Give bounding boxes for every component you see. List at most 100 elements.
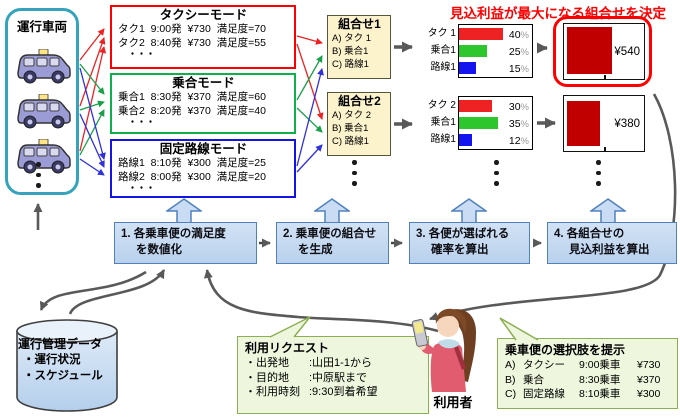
more-dots: ・・・ <box>128 117 156 127</box>
more-dots: ・・・ <box>128 49 156 59</box>
curved-arrows <box>33 93 677 333</box>
fixed-route-mode-title: 固定路線モード <box>159 142 248 156</box>
rideshare-mode-box: 乗合モード 乗合1 8:30発 ¥370 満足度=60 乗合2 8:20発 ¥3… <box>110 73 296 134</box>
step-text: 3. 各便が選ばれる <box>416 228 510 240</box>
combination-1-title: 組合せ1 <box>338 17 381 31</box>
probability-chart-1: 40% 25% 15% <box>458 24 533 78</box>
user-icon <box>411 308 476 392</box>
probability-chart-1-labels: タク 1 乗合1 路線1 <box>412 26 456 77</box>
probability-bar <box>459 45 487 57</box>
combo-item: C) 路線1 <box>332 59 369 70</box>
bar-label: 路線1 <box>430 62 456 73</box>
combination-2-title: 組合せ2 <box>338 94 381 108</box>
bar-label: タク 2 <box>427 100 456 111</box>
taxi-row: タク2 8:40発 ¥730 満足度=55 <box>118 36 266 49</box>
taxi-mode-title: タクシーモード <box>159 8 248 22</box>
car-icon <box>17 49 71 84</box>
combo-item: A) タク 2 <box>332 110 372 121</box>
selected-combination-highlight <box>553 16 652 87</box>
database-text: 運行管理データ ・運行状況 ・スケジュール <box>18 336 122 384</box>
bar-value: 12% <box>508 135 529 147</box>
axis-tick <box>604 147 606 151</box>
database-icon <box>16 319 118 412</box>
step-3-box: 3. 各便が選ばれる 確率を算出 <box>409 222 530 264</box>
step-text: 4. 各組合せの <box>554 228 625 240</box>
more-dots: ・・・ <box>128 183 156 193</box>
ellipsis-dots <box>352 160 357 186</box>
probability-bar <box>459 100 492 112</box>
bar-value: 40% <box>508 29 529 41</box>
ellipsis-dots <box>494 160 499 186</box>
fixed-route-row: 路線1 8:10発 ¥300 満足度=25 <box>118 157 266 169</box>
bar-value: 35% <box>508 118 529 130</box>
probability-bar <box>459 134 473 146</box>
step-text: 見込利益を算出 <box>569 244 650 256</box>
fan-arrows-red <box>79 28 324 152</box>
combination-1-box: 組合せ1 A) タク 1 B) 乗合1 C) 路線1 <box>327 15 391 79</box>
bar-value: 30% <box>508 101 529 113</box>
fixed-route-mode-box: 固定路線モード 路線1 8:10発 ¥300 満足度=25 路線2 8:00発 … <box>110 139 296 198</box>
bar-label: 路線1 <box>430 134 456 145</box>
rideshare-row: 乗合2 8:20発 ¥370 満足度=40 <box>118 104 266 117</box>
step-text: 1. 各乗車便の満足度 <box>121 228 226 240</box>
step-text: 2. 乗車便の組合せ <box>283 228 377 240</box>
taxi-mode-box: タクシーモード タク1 9:00発 ¥730 満足度=70 タク2 8:40発 … <box>110 5 296 69</box>
bar-label: タク 1 <box>427 28 456 39</box>
combo-item: B) 乗合1 <box>332 46 369 57</box>
user-label: 利用者 <box>433 395 473 410</box>
step-text: を生成 <box>298 244 333 256</box>
profit-value: ¥540 <box>614 45 640 58</box>
phone-icon <box>411 319 428 347</box>
bar-label: 乗合1 <box>430 45 456 56</box>
taxi-row: タク1 9:00発 ¥730 満足度=70 <box>118 23 266 35</box>
combo-item: B) 乗合1 <box>332 123 369 134</box>
request-title: 利用リクエスト <box>245 341 330 355</box>
car-icon <box>17 139 71 174</box>
probability-bar <box>459 117 498 129</box>
database-title: 運行管理データ <box>18 337 103 351</box>
probability-chart-2-labels: タク 2 乗合1 路線1 <box>412 98 456 149</box>
fixed-route-row: 路線2 8:00発 ¥300 満足度=20 <box>118 170 266 183</box>
probability-chart-2: 30% 35% 12% <box>458 96 533 150</box>
fan-arrows-blue <box>79 67 324 176</box>
bar-label: 乗合1 <box>430 117 456 128</box>
request-row: ・出発地:山田1-1から <box>245 357 372 369</box>
database-item: ・運行状況 <box>23 354 81 366</box>
options-title: 乗車便の選択肢を提示 <box>505 343 626 357</box>
probability-bar <box>459 28 503 40</box>
axis-tick <box>604 75 606 79</box>
up-block-arrow-icon <box>451 198 487 224</box>
request-row: ・利用時刻:9:30到着希望 <box>245 386 378 398</box>
profit-bar <box>567 101 600 146</box>
callout-pointer <box>499 317 539 341</box>
probability-bar <box>459 62 476 74</box>
fleet-panel: 運行車両 <box>5 8 79 195</box>
ellipsis-dots <box>596 160 601 186</box>
step-4-box: 4. 各組合せの 見込利益を算出 <box>547 222 677 264</box>
car-icon <box>17 94 71 129</box>
combination-2-box: 組合せ2 A) タク 2 B) 乗合1 C) 路線1 <box>327 92 391 156</box>
profit-value: ¥380 <box>614 117 640 130</box>
combo-item: C) 路線1 <box>332 136 369 147</box>
profit-chart-2: ¥380 <box>563 95 645 152</box>
headline-decide-best-combo: 見込利益が最大になる組合せを決定 <box>450 6 666 21</box>
step-1-box: 1. 各乗車便の満足度 を数値化 <box>114 222 257 264</box>
bar-value: 15% <box>508 63 529 75</box>
fan-arrows-green <box>79 55 323 156</box>
up-block-arrow-icon <box>590 198 626 224</box>
callout-pointer <box>269 316 311 338</box>
combo-item: A) タク 1 <box>332 33 372 44</box>
profit-chart-1: ¥540 <box>563 23 645 80</box>
bar-value: 25% <box>508 46 529 58</box>
database-item: ・スケジュール <box>23 370 103 382</box>
up-block-arrow-icon <box>166 198 202 224</box>
up-block-arrow-icon <box>314 198 350 224</box>
ellipsis-dots <box>36 162 41 188</box>
profit-bar <box>567 27 612 74</box>
step-text: を数値化 <box>136 244 182 256</box>
